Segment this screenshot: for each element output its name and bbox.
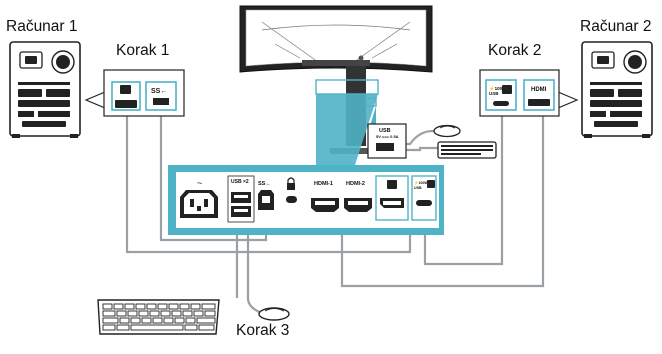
side-usb-label: USB: [379, 128, 391, 134]
computer-left: [9, 41, 81, 138]
usb-x2-label: USB ×2: [231, 179, 249, 185]
kensington-slot: [286, 196, 297, 203]
usb-b-port: [258, 190, 274, 210]
keyboard-bottom: [97, 299, 220, 335]
keyboard-top: [437, 141, 497, 159]
port-panel: ~ USB ×2 SS← HDMI: [168, 165, 444, 235]
ac-power-port: [180, 190, 218, 218]
displayport-icon-left: [120, 85, 131, 94]
ss-usb-label-left: SS←: [151, 88, 167, 95]
computer-2-label: Računar 2: [580, 18, 652, 35]
side-usb-box: USB 5V === 0.5A: [367, 106, 407, 159]
hdmi2-label: HDMI-2: [346, 181, 365, 187]
step2-label: Korak 2: [488, 42, 542, 59]
cable-mouse-top: [392, 129, 436, 146]
displayport-icon-right: [502, 85, 512, 94]
mouse-bottom: [258, 307, 290, 321]
displayport-icon: [387, 180, 397, 189]
hdmi2-port: [344, 198, 372, 212]
displayport-alt-icon: [427, 180, 435, 188]
usb-a-port-lower: [231, 206, 251, 217]
mouse-top: [433, 124, 461, 138]
usbc-port: [416, 200, 432, 206]
hdmi1-label: HDMI-1: [314, 181, 333, 187]
monitor: [239, 5, 433, 165]
cable-group: [125, 115, 545, 315]
callout-step2: ⚡100W USB HDMI: [479, 69, 579, 117]
cable-displayport-step1: [125, 115, 412, 254]
cable-hdmi-step2: [340, 115, 545, 288]
usb-a-port-upper: [231, 192, 251, 203]
computer-1-label: Računar 1: [6, 18, 78, 35]
step3-label: Korak 3: [236, 322, 290, 339]
step1-label: Korak 1: [116, 42, 170, 59]
usbc-label-right: ⚡100W: [489, 85, 507, 92]
callout-step1: SS←: [84, 69, 185, 117]
ss-usb-label: SS←: [258, 181, 271, 187]
hdmi-box-label: HDMI: [531, 87, 547, 93]
usbc-pd-label: ⚡100W: [414, 180, 428, 185]
displayport-port: [380, 198, 404, 208]
svg-text:USB: USB: [489, 91, 499, 96]
side-usb-sublabel: 5V === 0.5A: [376, 134, 399, 139]
ac-label: ~: [197, 178, 202, 188]
hdmi1-port: [311, 198, 339, 212]
computer-right: [581, 41, 653, 138]
lock-icon: [287, 177, 295, 190]
cable-usbc-step2: [423, 115, 504, 266]
svg-text:USB: USB: [414, 186, 422, 190]
